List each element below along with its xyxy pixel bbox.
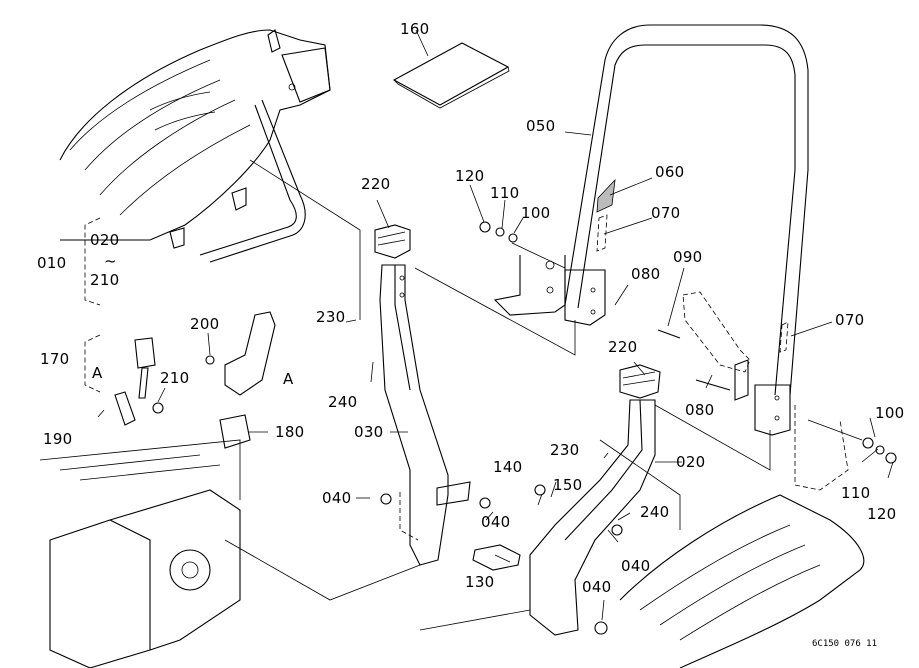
callout-080: 080 [685, 401, 715, 419]
group-bracket-010 [84, 217, 101, 306]
callout-160: 160 [400, 20, 430, 38]
sub-group-ref-a: A [92, 364, 103, 382]
callout-010: 010 [37, 254, 67, 272]
callout-230: 230 [316, 308, 346, 326]
callout-150: 150 [553, 476, 583, 494]
support-post-part-030 [374, 224, 521, 571]
drawing-code: 6C150 076 11 [812, 639, 878, 649]
callout-120: 120 [455, 167, 485, 185]
mounting-bracket-left [479, 221, 566, 316]
callout-210: 210 [160, 369, 190, 387]
callout-020: 020 [676, 453, 706, 471]
support-post-part-020 [529, 364, 661, 636]
callout-leaders [157, 177, 894, 621]
callout-220: 220 [608, 338, 638, 356]
callout-050: 050 [526, 117, 556, 135]
callout-030: 030 [354, 423, 384, 441]
callout-170: 170 [40, 350, 70, 368]
group-range-from: 020 [90, 231, 120, 249]
group-range-to: 210 [90, 271, 120, 289]
transmission-housing [39, 439, 241, 668]
callout-060: 060 [655, 163, 685, 181]
callout-040: 040 [621, 557, 651, 575]
fender-right [619, 494, 865, 668]
mounting-bracket-right-part-090 [657, 291, 897, 491]
callout-090: 090 [673, 248, 703, 266]
seat-belt-assembly [97, 311, 276, 449]
fender-housing-top-left [59, 29, 331, 263]
callout-240: 240 [640, 503, 670, 521]
group-bracket-170 [84, 334, 101, 393]
callout-100: 100 [521, 204, 551, 222]
callout-190: 190 [43, 430, 73, 448]
callout-240: 240 [328, 393, 358, 411]
callout-180: 180 [275, 423, 305, 441]
callout-110: 110 [841, 484, 871, 502]
callout-040: 040 [582, 578, 612, 596]
rops-frame-part-050 [564, 24, 809, 436]
callout-140: 140 [493, 458, 523, 476]
callout-040: 040 [481, 513, 511, 531]
callout-230: 230 [550, 441, 580, 459]
callout-070: 070 [835, 311, 865, 329]
callout-200: 200 [190, 315, 220, 333]
callout-070: 070 [651, 204, 681, 222]
callout-080: 080 [631, 265, 661, 283]
callout-120: 120 [867, 505, 897, 523]
callout-110: 110 [490, 184, 520, 202]
group-range-separator: ~ [104, 252, 117, 270]
operators-manual-part-160 [392, 29, 510, 109]
callout-220: 220 [361, 175, 391, 193]
assembly-lines [224, 159, 771, 631]
callout-040: 040 [322, 489, 352, 507]
callout-100: 100 [875, 404, 905, 422]
callout-130: 130 [465, 573, 495, 591]
ref-marker-a: A [283, 370, 294, 388]
